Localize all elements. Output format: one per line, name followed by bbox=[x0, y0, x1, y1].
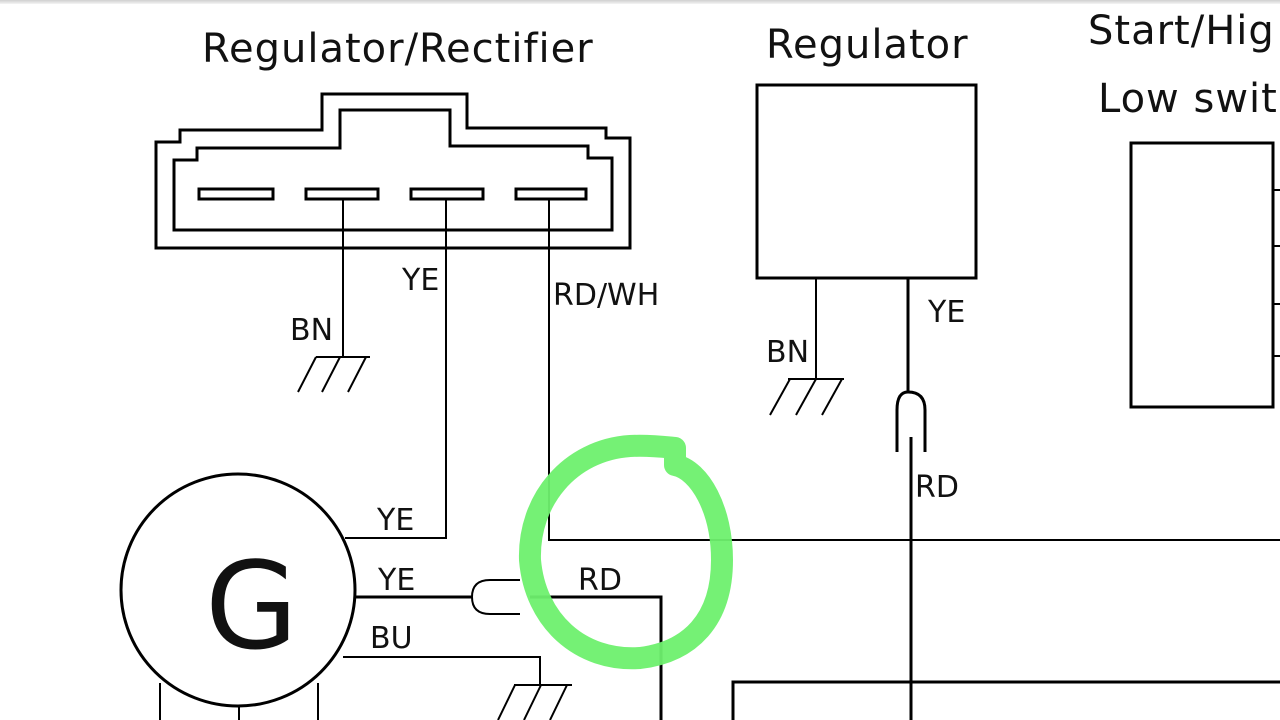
wire-gen-bu bbox=[343, 656, 541, 685]
ground-symbol bbox=[769, 378, 844, 416]
rr-pin-1 bbox=[197, 187, 275, 201]
regulator-title: Regulator bbox=[766, 22, 969, 68]
wire-label-rd-wh: RD/WH bbox=[553, 278, 659, 313]
wire-connector-rd bbox=[530, 595, 663, 720]
rr-pin-2 bbox=[304, 187, 380, 201]
bullet-connector-gen bbox=[470, 579, 520, 615]
switch-box bbox=[1129, 141, 1275, 409]
wire-rr-rdwh bbox=[548, 199, 1280, 541]
lower-component-outline bbox=[731, 680, 1280, 720]
wire-label-ye: YE bbox=[401, 263, 439, 298]
switch-title-line1: Start/Hig bbox=[1088, 8, 1275, 54]
switch-terminals bbox=[1273, 189, 1280, 357]
wire-rr-ye bbox=[345, 199, 447, 539]
wire-label-gen-bu: BU bbox=[370, 621, 413, 656]
bullet-connector bbox=[895, 390, 927, 452]
wire-label-reg-bn: BN bbox=[766, 335, 809, 370]
switch-title-line2: Low switc bbox=[1098, 76, 1280, 122]
rr-pin-4 bbox=[514, 187, 588, 201]
generator-label: G bbox=[205, 538, 298, 677]
wire-label-bn: BN bbox=[290, 313, 333, 348]
highlight-circle-annotation bbox=[518, 434, 733, 670]
rr-pin-3 bbox=[409, 187, 485, 201]
regulator-rectifier-title: Regulator/Rectifier bbox=[202, 26, 594, 72]
ground-symbol bbox=[297, 356, 370, 393]
wire-label-gen-ye-mid: YE bbox=[377, 563, 415, 598]
wire-label-connector-rd: RD bbox=[578, 563, 622, 598]
wire-label-reg-rd: RD bbox=[915, 470, 959, 505]
regulator-rectifier-connector bbox=[154, 92, 632, 250]
wire-label-gen-ye-top: YE bbox=[376, 503, 414, 538]
wire-label-reg-ye: YE bbox=[927, 295, 965, 330]
window-top-edge bbox=[0, 0, 1280, 4]
ground-symbol bbox=[497, 684, 572, 720]
regulator-box bbox=[755, 83, 978, 280]
